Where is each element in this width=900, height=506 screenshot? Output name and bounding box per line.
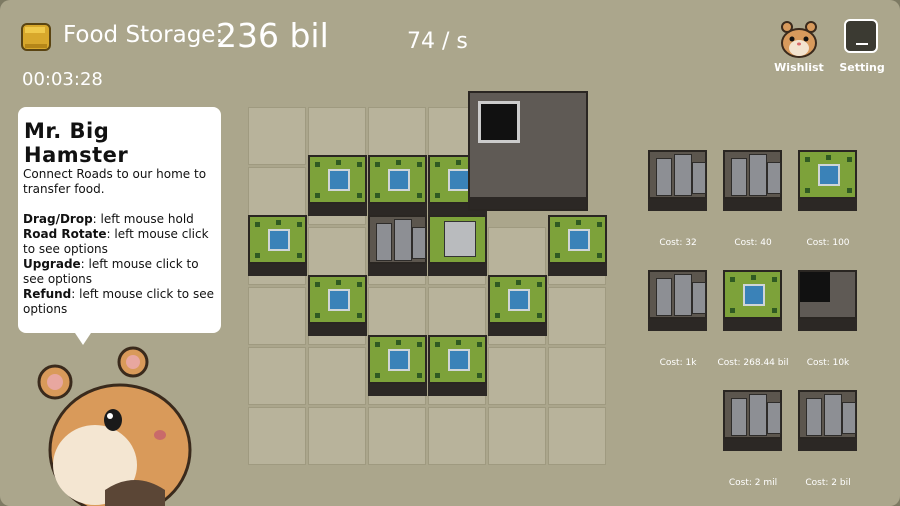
shop-item-park-tile[interactable] <box>723 270 783 332</box>
office-tile[interactable] <box>723 150 782 211</box>
shop-item-cost: Cost: 100 <box>806 238 850 248</box>
office-tile[interactable] <box>648 150 707 211</box>
food-rate: 74 / s <box>407 29 468 54</box>
grid-cell[interactable] <box>548 287 606 345</box>
park-tile[interactable] <box>428 335 487 396</box>
grid-cell[interactable] <box>248 287 306 345</box>
museum-tile[interactable] <box>428 215 487 276</box>
tip-intro: Connect Roads to our home to transfer fo… <box>23 167 207 196</box>
park-tile[interactable] <box>308 275 367 336</box>
shop-item-cost: Cost: 2 mil <box>728 478 778 488</box>
shop-item-factory-tile[interactable] <box>648 270 708 332</box>
grid-cell[interactable] <box>308 347 366 405</box>
tip-line-rotate: Road Rotate: left mouse click to see opt… <box>23 227 209 256</box>
shop-item-road-corner-tile[interactable] <box>798 150 858 212</box>
grid-cell[interactable] <box>428 407 486 465</box>
tip-line-refund: Refund: left mouse click to see options <box>23 287 214 316</box>
shop-item-warehouse-tile[interactable] <box>798 270 858 332</box>
shop-item-office-tower-tile[interactable] <box>723 390 783 452</box>
office-tile[interactable] <box>648 270 707 331</box>
game-timer: 00:03:28 <box>22 69 103 90</box>
grid-cell[interactable] <box>308 407 366 465</box>
office-tile[interactable] <box>368 215 427 276</box>
food-storage-value: 236 bil <box>216 16 329 55</box>
grid-cell[interactable] <box>548 347 606 405</box>
tip-speech-bubble: Mr. Big Hamster Connect Roads to our hom… <box>18 107 221 333</box>
shop-item-road-office-tile[interactable] <box>648 150 708 212</box>
setting-label: Setting <box>839 61 885 74</box>
park-tile[interactable] <box>368 155 427 216</box>
cheese-icon <box>20 20 52 54</box>
food-storage-label: Food Storage: <box>63 22 224 48</box>
home-rooftop <box>478 101 520 143</box>
park-tile[interactable] <box>798 150 857 211</box>
shop-item-cost: Cost: 1k <box>659 358 697 368</box>
shop-item-cost: Cost: 2 bil <box>805 478 851 488</box>
park-tile[interactable] <box>723 270 782 331</box>
park-tile[interactable] <box>548 215 607 276</box>
home-base <box>470 197 586 209</box>
office-tile[interactable] <box>723 390 782 451</box>
hamster-home-building[interactable] <box>468 91 588 211</box>
shop-item-cost: Cost: 40 <box>734 238 772 248</box>
menu-icon <box>844 19 878 53</box>
shop-item-road-shop-tile[interactable] <box>723 150 783 212</box>
shop-item-cost: Cost: 32 <box>659 238 697 248</box>
grid-cell[interactable] <box>248 407 306 465</box>
tip-title: Mr. Big Hamster <box>24 119 129 167</box>
tip-bubble-tail <box>75 333 91 345</box>
setting-button[interactable]: Setting <box>838 17 886 77</box>
park-tile[interactable] <box>248 215 307 276</box>
home-tile[interactable] <box>798 270 857 331</box>
park-tile[interactable] <box>488 275 547 336</box>
tip-line-drag: Drag/Drop: left mouse hold <box>23 212 194 226</box>
wishlist-button[interactable]: Wishlist <box>773 17 825 77</box>
grid-cell[interactable] <box>368 407 426 465</box>
shop-item-cost: Cost: 268.44 bil <box>717 358 789 368</box>
shop-item-cost: Cost: 10k <box>806 358 850 368</box>
shop-item-monument-tile[interactable] <box>798 390 858 452</box>
grid-cell[interactable] <box>488 407 546 465</box>
grid-cell[interactable] <box>548 407 606 465</box>
grid-cell[interactable] <box>248 347 306 405</box>
tip-body: Connect Roads to our home to transfer fo… <box>23 167 219 317</box>
tip-line-upgrade: Upgrade: left mouse click to see options <box>23 257 199 286</box>
grid-cell[interactable] <box>488 347 546 405</box>
park-tile[interactable] <box>308 155 367 216</box>
hamster-mascot <box>35 340 205 506</box>
wishlist-label: Wishlist <box>774 61 824 74</box>
hamster-icon <box>777 17 821 59</box>
office-tile[interactable] <box>798 390 857 451</box>
grid-cell[interactable] <box>248 107 306 165</box>
park-tile[interactable] <box>368 335 427 396</box>
